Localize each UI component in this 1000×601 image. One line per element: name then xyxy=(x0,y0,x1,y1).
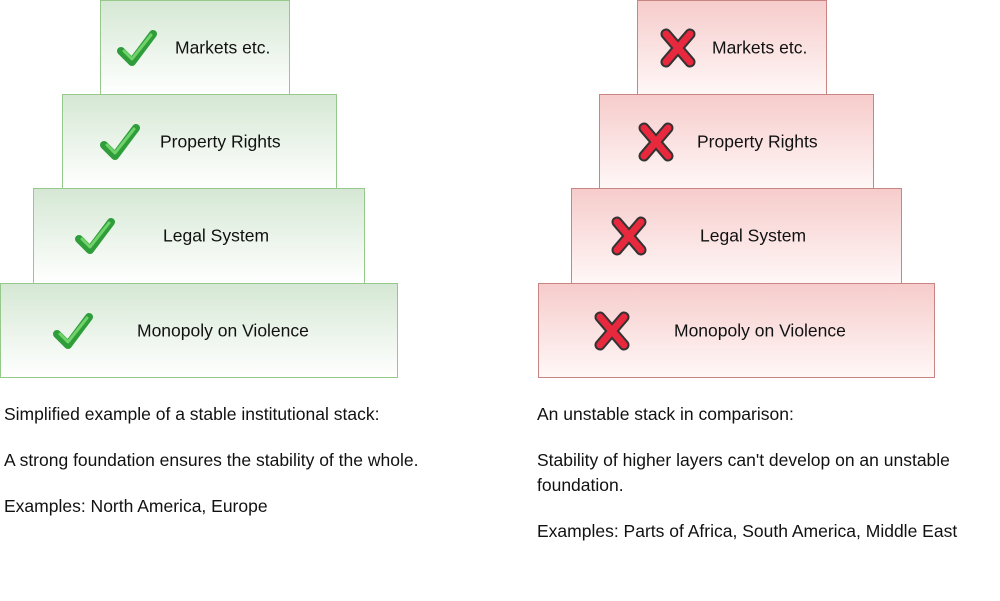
caption-heading: An unstable stack in comparison: xyxy=(537,404,794,424)
caption-body: A strong foundation ensures the stabilit… xyxy=(4,450,419,470)
layer-label: Monopoly on Violence xyxy=(674,320,846,340)
layer-label: Legal System xyxy=(163,225,270,246)
left-caption: Simplified example of a stable instituti… xyxy=(4,402,434,540)
layer-label: Property Rights xyxy=(697,131,818,151)
left-layer-property-rights: Property Rights xyxy=(62,94,337,189)
right-caption: An unstable stack in comparison: Stabili… xyxy=(537,402,967,565)
left-layer-monopoly-on-violence: Monopoly on Violence xyxy=(0,283,398,378)
left-layer-legal-system: Legal System xyxy=(33,188,365,284)
cross-icon xyxy=(656,26,700,70)
caption-heading: Simplified example of a stable instituti… xyxy=(4,404,380,424)
layer-label: Legal System xyxy=(700,225,807,246)
check-icon xyxy=(98,120,142,164)
right-layer-property-rights: Property Rights xyxy=(599,94,874,189)
layer-label: Monopoly on Violence xyxy=(137,320,309,340)
layer-label: Property Rights xyxy=(160,131,281,151)
caption-examples: Examples: North America, Europe xyxy=(4,496,268,516)
layer-label: Markets etc. xyxy=(712,37,808,57)
caption-body: Stability of higher layers can't develop… xyxy=(537,450,950,495)
right-layer-monopoly-on-violence: Monopoly on Violence xyxy=(538,283,935,378)
check-icon xyxy=(73,214,117,258)
cross-icon xyxy=(590,309,634,353)
layer-label: Markets etc. xyxy=(175,37,271,57)
check-icon xyxy=(115,26,159,70)
right-layer-legal-system: Legal System xyxy=(571,188,902,284)
cross-icon xyxy=(607,214,651,258)
left-layer-markets: Markets etc. xyxy=(100,0,290,95)
caption-examples: Examples: Parts of Africa, South America… xyxy=(537,521,958,541)
right-layer-markets: Markets etc. xyxy=(637,0,827,95)
check-icon xyxy=(51,309,95,353)
cross-icon xyxy=(634,120,678,164)
